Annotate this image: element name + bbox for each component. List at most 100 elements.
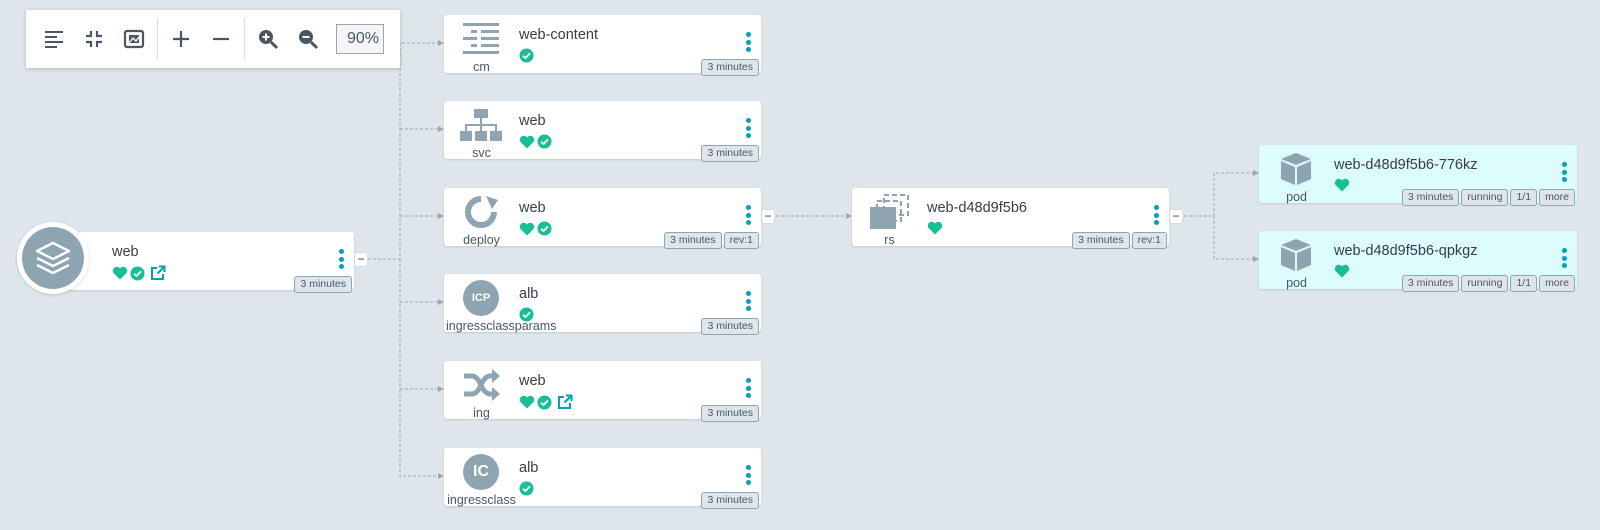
ready-count-badge: 1/1	[1510, 189, 1538, 206]
application-status	[112, 265, 166, 281]
age-badge: 3 minutes	[294, 276, 352, 293]
external-link-icon[interactable]	[557, 394, 573, 410]
resource-node-pod[interactable]: pod web-d48d9f5b6-776kz 3 minutes runnin…	[1259, 145, 1577, 206]
heart-icon	[519, 222, 535, 235]
resource-menu-button[interactable]	[741, 32, 755, 56]
ingress-shuffle-icon	[464, 369, 500, 401]
resource-node-pod[interactable]: pod web-d48d9f5b6-qpkgz 3 minutes runnin…	[1259, 231, 1577, 292]
toolbar-separator	[157, 18, 158, 60]
resource-kind: ingressclass	[447, 493, 516, 507]
age-badge: 3 minutes	[701, 318, 759, 335]
pod-status-badge: running	[1461, 275, 1509, 292]
resource-name: web-d48d9f5b6-776kz	[1334, 157, 1478, 173]
expand-all-button[interactable]	[161, 19, 201, 59]
resource-kind: ingressclassparams	[446, 319, 557, 333]
fit-view-button[interactable]	[114, 19, 154, 59]
heart-icon	[519, 395, 535, 409]
minus-icon	[213, 37, 229, 41]
plus-icon	[173, 31, 189, 47]
resource-node-configmap[interactable]: cm web-content 3 minutes	[444, 15, 761, 76]
fit-view-icon	[123, 29, 145, 49]
collapse-application-toggle[interactable]: −	[355, 253, 367, 266]
resource-name: alb	[519, 286, 539, 302]
replicaset-icon	[870, 194, 909, 229]
resource-kind: cm	[473, 60, 490, 74]
resource-kind: rs	[884, 233, 895, 247]
service-icon	[460, 109, 502, 141]
synced-check-icon	[130, 266, 145, 280]
ready-count-badge: 1/1	[1510, 275, 1538, 292]
collapse-replicaset-toggle[interactable]: −	[1170, 210, 1182, 223]
age-badge: 3 minutes	[1401, 275, 1460, 292]
synced-check-icon	[537, 395, 552, 409]
application-name: web	[112, 244, 139, 260]
resource-node-replicaset[interactable]: rs web-d48d9f5b6 3 minutes rev:1	[852, 188, 1169, 249]
align-left-icon	[45, 31, 63, 48]
resource-menu-button[interactable]	[1149, 205, 1163, 229]
heart-icon	[1334, 178, 1350, 192]
graph-toolbar: 90%	[26, 10, 400, 68]
compress-button[interactable]	[74, 19, 114, 59]
resource-node-deployment[interactable]: deploy web 3 minutes rev:1	[444, 188, 761, 249]
age-badge: 3 minutes	[701, 405, 759, 422]
collapse-all-button[interactable]	[201, 19, 241, 59]
revision-badge: rev:1	[1131, 232, 1167, 249]
resource-node-service[interactable]: svc web 3 minutes	[444, 101, 761, 162]
resource-kind: ing	[473, 406, 490, 420]
resource-menu-button[interactable]	[741, 378, 755, 402]
resource-menu-button[interactable]	[741, 205, 755, 229]
resource-name: web-content	[519, 27, 598, 43]
synced-check-icon	[519, 307, 534, 322]
zoom-in-button[interactable]	[248, 19, 288, 59]
application-node[interactable]: web 3 minutes	[52, 232, 354, 293]
ingressclass-icon: IC	[463, 454, 499, 490]
heart-icon	[927, 221, 943, 235]
resource-name: web	[519, 200, 546, 216]
resource-kind: deploy	[463, 233, 500, 247]
resource-menu-button[interactable]	[1557, 162, 1571, 186]
resource-menu-button[interactable]	[1557, 248, 1571, 272]
ingressclassparams-icon: ICP	[463, 280, 499, 316]
align-left-button[interactable]	[34, 19, 74, 59]
resource-name: web-d48d9f5b6	[927, 200, 1027, 216]
application-menu-button[interactable]	[334, 249, 348, 273]
age-badge: 3 minutes	[701, 59, 759, 76]
resource-name: web	[519, 373, 546, 389]
zoom-out-icon	[299, 30, 319, 50]
toolbar-separator	[244, 18, 245, 60]
heart-icon	[519, 135, 535, 148]
resource-menu-button[interactable]	[741, 291, 755, 315]
resource-name: alb	[519, 460, 539, 476]
age-badge: 3 minutes	[1072, 232, 1130, 249]
resource-node-ingress[interactable]: ing web 3 minutes	[444, 361, 761, 422]
more-badge[interactable]: more	[1539, 189, 1575, 206]
more-badge[interactable]: more	[1539, 275, 1575, 292]
synced-check-icon	[519, 481, 534, 496]
age-badge: 3 minutes	[701, 492, 759, 509]
zoom-out-button[interactable]	[288, 19, 328, 59]
resource-kind: svc	[472, 146, 491, 160]
resource-menu-button[interactable]	[741, 118, 755, 142]
synced-check-icon	[537, 134, 552, 149]
pod-cube-icon	[1281, 239, 1311, 271]
resource-name: web-d48d9f5b6-qpkgz	[1334, 243, 1478, 259]
resource-menu-button[interactable]	[741, 465, 755, 489]
resource-node-ingressclass[interactable]: IC ingressclass alb 3 minutes	[444, 448, 761, 509]
layers-icon	[35, 241, 71, 275]
external-link-icon[interactable]	[150, 265, 166, 281]
heart-icon	[1334, 264, 1350, 278]
revision-badge: rev:1	[723, 232, 759, 249]
resource-kind: pod	[1286, 190, 1307, 204]
configmap-icon	[463, 23, 499, 54]
heart-icon	[112, 266, 128, 280]
deployment-icon	[465, 196, 498, 228]
compress-icon	[86, 31, 102, 47]
collapse-deployment-toggle[interactable]: −	[762, 210, 774, 223]
zoom-level-input[interactable]: 90%	[336, 24, 384, 54]
resource-kind: pod	[1286, 276, 1307, 290]
synced-check-icon	[519, 48, 534, 63]
resource-node-ingressclassparams[interactable]: ICP ingressclassparams alb 3 minutes	[444, 274, 761, 335]
pod-cube-icon	[1281, 153, 1311, 185]
synced-check-icon	[537, 221, 552, 236]
zoom-in-icon	[259, 30, 279, 50]
